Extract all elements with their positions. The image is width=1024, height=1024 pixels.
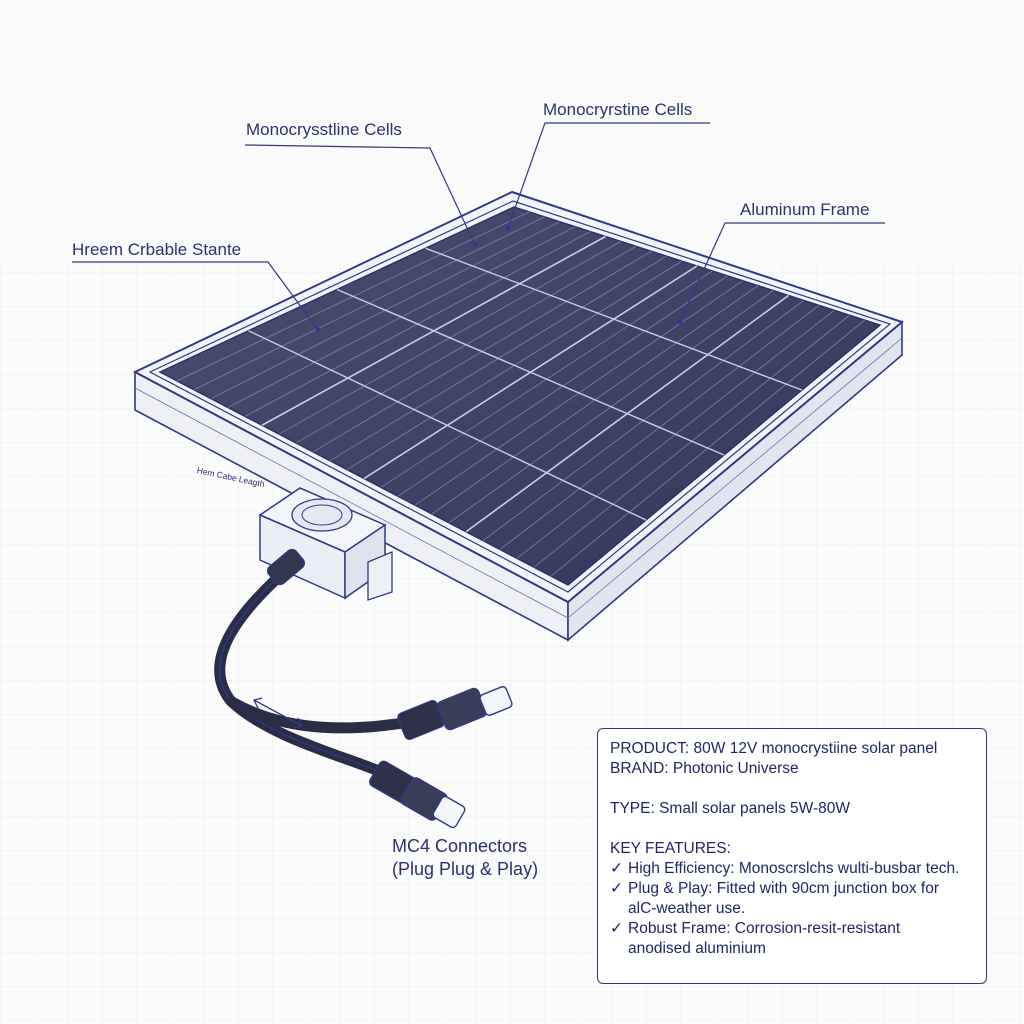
cell-divider-line [425, 247, 803, 391]
spec-features-title: KEY FEATURES: [610, 840, 731, 857]
feature-text: Plug & Play: Fitted with 90cm junction b… [628, 880, 940, 897]
mc4-cable [214, 548, 416, 784]
feature-text: High Efficiency: Monoscrslchs wulti-busb… [628, 860, 960, 877]
mc4-connector-upper [397, 686, 513, 740]
check-icon: ✓ [610, 880, 623, 897]
feature-item: ✓ High Efficiency: Monoscrslchs wulti-bu… [610, 859, 976, 879]
label-cells-right: Monocryrstine Cells [543, 100, 693, 119]
check-icon: ✓ [610, 860, 623, 877]
cable-length-arrow [253, 697, 303, 729]
spec-type: TYPE: Small solar panels 5W-80W [610, 800, 851, 817]
feature-item: ✓ Plug & Play: Fitted with 90cm junction… [610, 879, 976, 899]
junction-box [258, 487, 393, 601]
feature-text: Robust Frame: Corrosion-resit-resistant [628, 920, 901, 937]
label-connectors-line1: MC4 Connectors [392, 836, 528, 856]
spec-brand: BRAND: Photonic Universe [610, 760, 799, 777]
label-cells-left: Monocrysstline Cells [246, 120, 402, 139]
label-connectors-line2: (Plug Plug & Play) [392, 859, 539, 879]
cell-divider-line [336, 288, 725, 456]
spec-product: PRODUCT: 80W 12V monocrystiine solar pan… [610, 740, 938, 757]
leader-dots [315, 225, 683, 333]
mc4-connector-lower [369, 760, 466, 829]
cell-grid-lines [176, 211, 865, 577]
label-leader-lines [72, 122, 885, 331]
feature-item: ✓ Robust Frame: Corrosion-resit-resistan… [610, 919, 976, 939]
cell-divider-line [248, 330, 647, 521]
label-stand: Hreem Crbable Stante [72, 240, 242, 259]
feature-text-cont: alC-weather use. [628, 900, 746, 917]
product-spec-box: PRODUCT: 80W 12V monocrystiine solar pan… [597, 728, 987, 984]
feature-text-cont: anodised aluminium [628, 940, 766, 957]
check-icon: ✓ [610, 920, 623, 937]
label-aluminum-frame: Aluminum Frame [740, 200, 870, 219]
